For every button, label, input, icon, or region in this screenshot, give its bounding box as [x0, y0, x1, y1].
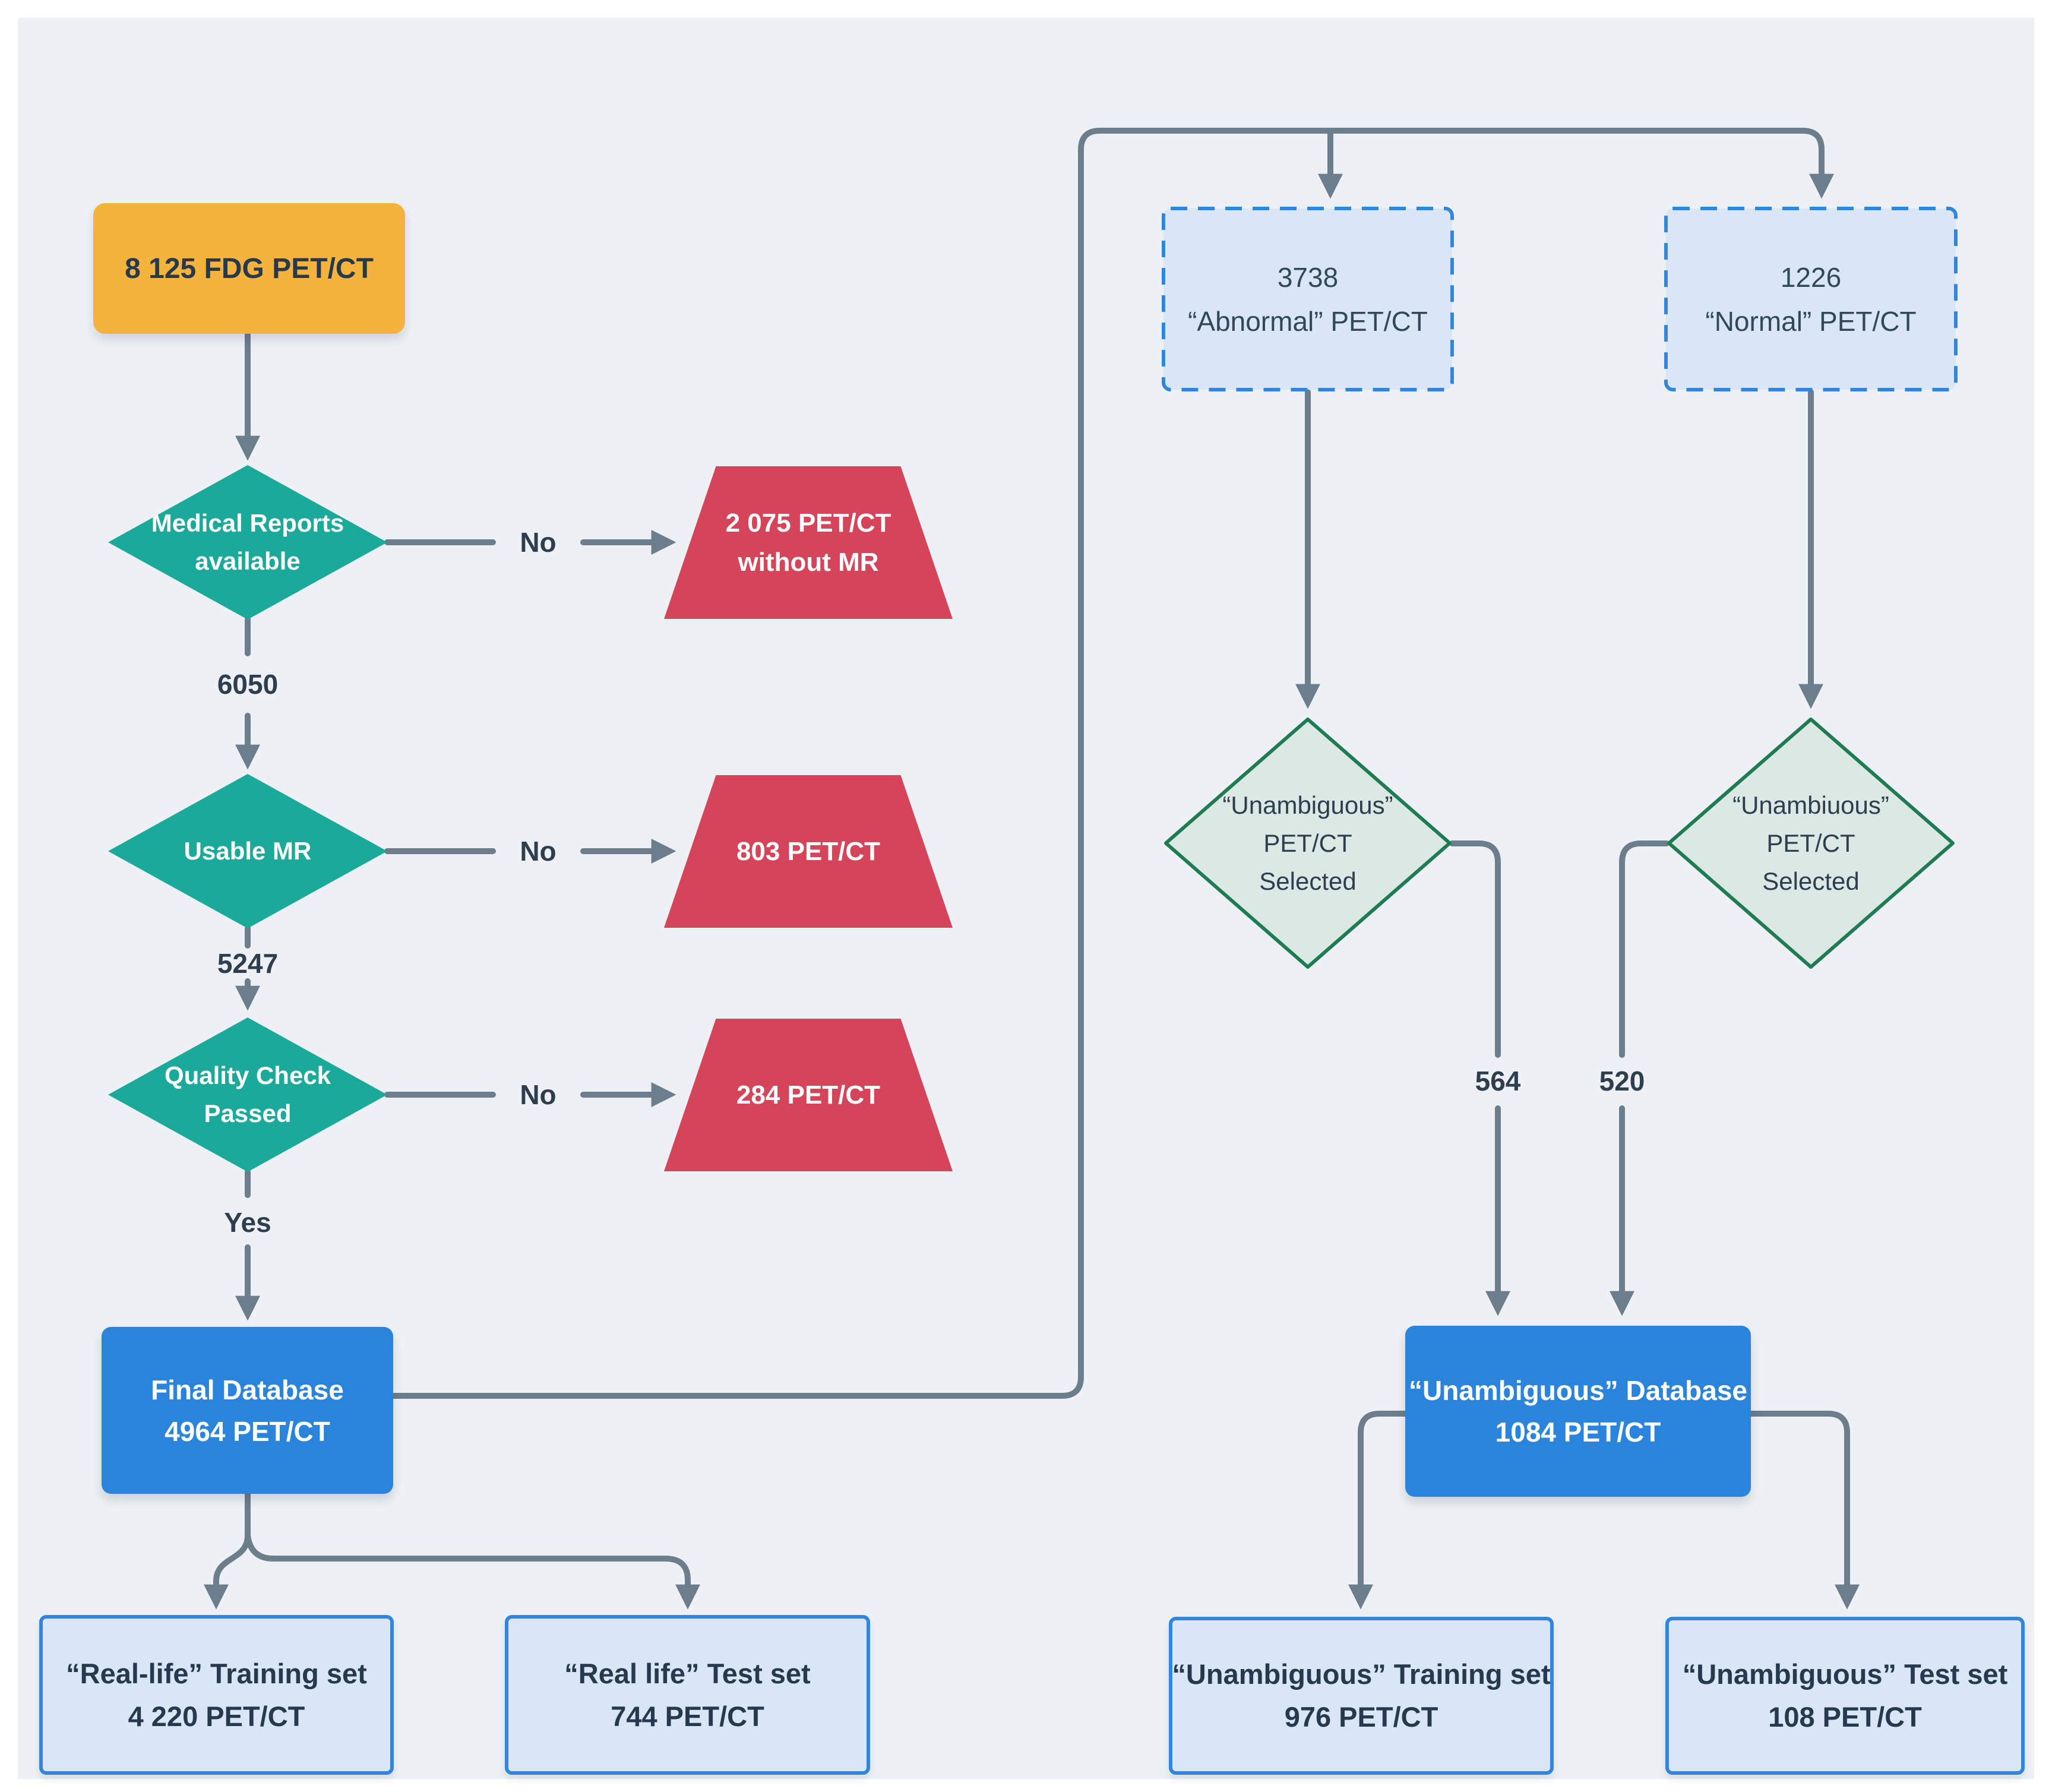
edge-label-no-1: No: [520, 527, 557, 558]
category-label-line: “Abnormal” PET/CT: [1188, 305, 1428, 337]
selection-label-line: Selected: [1259, 867, 1357, 895]
line-sel2-down: [1619, 840, 1670, 1058]
edge-label-5247: 5247: [217, 948, 279, 979]
arrow-final-to-test: [245, 1532, 700, 1610]
selection-label-line: “Unambiuous”: [1732, 791, 1889, 819]
decision-label-line: Usable MR: [184, 837, 312, 865]
unambiguous-training-set-node: “Unambiguous” Training set 976 PET/CT: [1169, 1617, 1554, 1775]
dashed-border: [1664, 207, 1958, 391]
decision-label-line: available: [195, 547, 301, 575]
result-label-line: “Unambiguous” Test set: [1682, 1658, 2008, 1690]
real-life-training-set-node: “Real-life” Training set 4 220 PET/CT: [39, 1615, 394, 1775]
database-label-line: 1084 PET/CT: [1495, 1417, 1661, 1447]
reject-quality-check: 284 PET/CT: [664, 1019, 953, 1171]
reject-label-line: 803 PET/CT: [736, 836, 881, 866]
dashed-border: [1162, 207, 1454, 391]
result-label-line: 4 220 PET/CT: [128, 1700, 305, 1732]
selection-label-line: “Unambiguous”: [1222, 791, 1393, 819]
category-label-line: “Normal” PET/CT: [1705, 305, 1917, 337]
reject-unusable-mr: 803 PET/CT: [664, 775, 953, 928]
category-label-line: 3738: [1277, 261, 1339, 293]
edge-label-no-2: No: [520, 836, 557, 867]
database-label-line: 4964 PET/CT: [165, 1415, 330, 1447]
unambiguous-selected-abnormal: “Unambiguous” PET/CT Selected: [1163, 717, 1452, 969]
unambiguous-database-node: “Unambiguous” Database 1084 PET/CT: [1405, 1326, 1751, 1497]
normal-petct-node: 1226 “Normal” PET/CT: [1664, 206, 1958, 392]
database-label-line: “Unambiguous” Database: [1409, 1375, 1747, 1406]
edge-label-6050: 6050: [217, 669, 279, 700]
result-label-line: 744 PET/CT: [611, 1700, 764, 1732]
result-label-line: “Real life” Test set: [564, 1657, 811, 1689]
edge-label-yes: Yes: [224, 1207, 271, 1238]
selection-label-line: Selected: [1762, 867, 1860, 895]
arrow-final-to-normal: [390, 128, 1834, 1399]
reject-without-mr: 2 075 PET/CT without MR: [664, 466, 953, 619]
edge-label-564: 564: [1475, 1066, 1521, 1096]
reject-label-line: without MR: [738, 547, 879, 577]
selection-label-line: PET/CT: [1766, 829, 1855, 857]
diamond-outline: [1667, 718, 1955, 969]
unambiguous-test-set-node: “Unambiguous” Test set 108 PET/CT: [1665, 1617, 2025, 1775]
reject-label-line: 284 PET/CT: [736, 1080, 881, 1110]
edge-label-no-3: No: [520, 1079, 557, 1110]
reject-label-line: 2 075 PET/CT: [725, 508, 891, 538]
abnormal-petct-node: 3738 “Abnormal” PET/CT: [1161, 206, 1455, 392]
decision-label-line: Quality Check: [164, 1061, 331, 1089]
arrow-db-to-utest: [1748, 1411, 1860, 1610]
start-node: 8 125 FDG PET/CT: [93, 203, 405, 334]
start-node-label: 8 125 FDG PET/CT: [125, 252, 374, 285]
real-life-test-set-node: “Real life” Test set 744 PET/CT: [505, 1615, 870, 1775]
arrow-db-to-utrain: [1348, 1411, 1408, 1610]
decision-label-line: Medical Reports: [151, 509, 344, 537]
decision-label-line: Passed: [204, 1099, 292, 1127]
result-label-line: “Unambiguous” Training set: [1172, 1658, 1551, 1690]
result-label-line: “Real-life” Training set: [66, 1657, 367, 1689]
selection-label-line: PET/CT: [1263, 829, 1352, 857]
unambiguous-selected-normal: “Unambiuous” PET/CT Selected: [1667, 717, 1955, 969]
arrow-final-to-train: [204, 1532, 251, 1610]
diamond-outline: [1164, 718, 1452, 969]
result-label-line: 976 PET/CT: [1284, 1701, 1438, 1733]
database-label-line: Final Database: [151, 1374, 344, 1405]
line-sel1-down: [1449, 840, 1501, 1058]
result-label-line: 108 PET/CT: [1768, 1701, 1922, 1733]
final-database-node: Final Database 4964 PET/CT: [102, 1327, 393, 1494]
category-label-line: 1226: [1780, 261, 1842, 293]
edge-label-520: 520: [1599, 1066, 1645, 1096]
